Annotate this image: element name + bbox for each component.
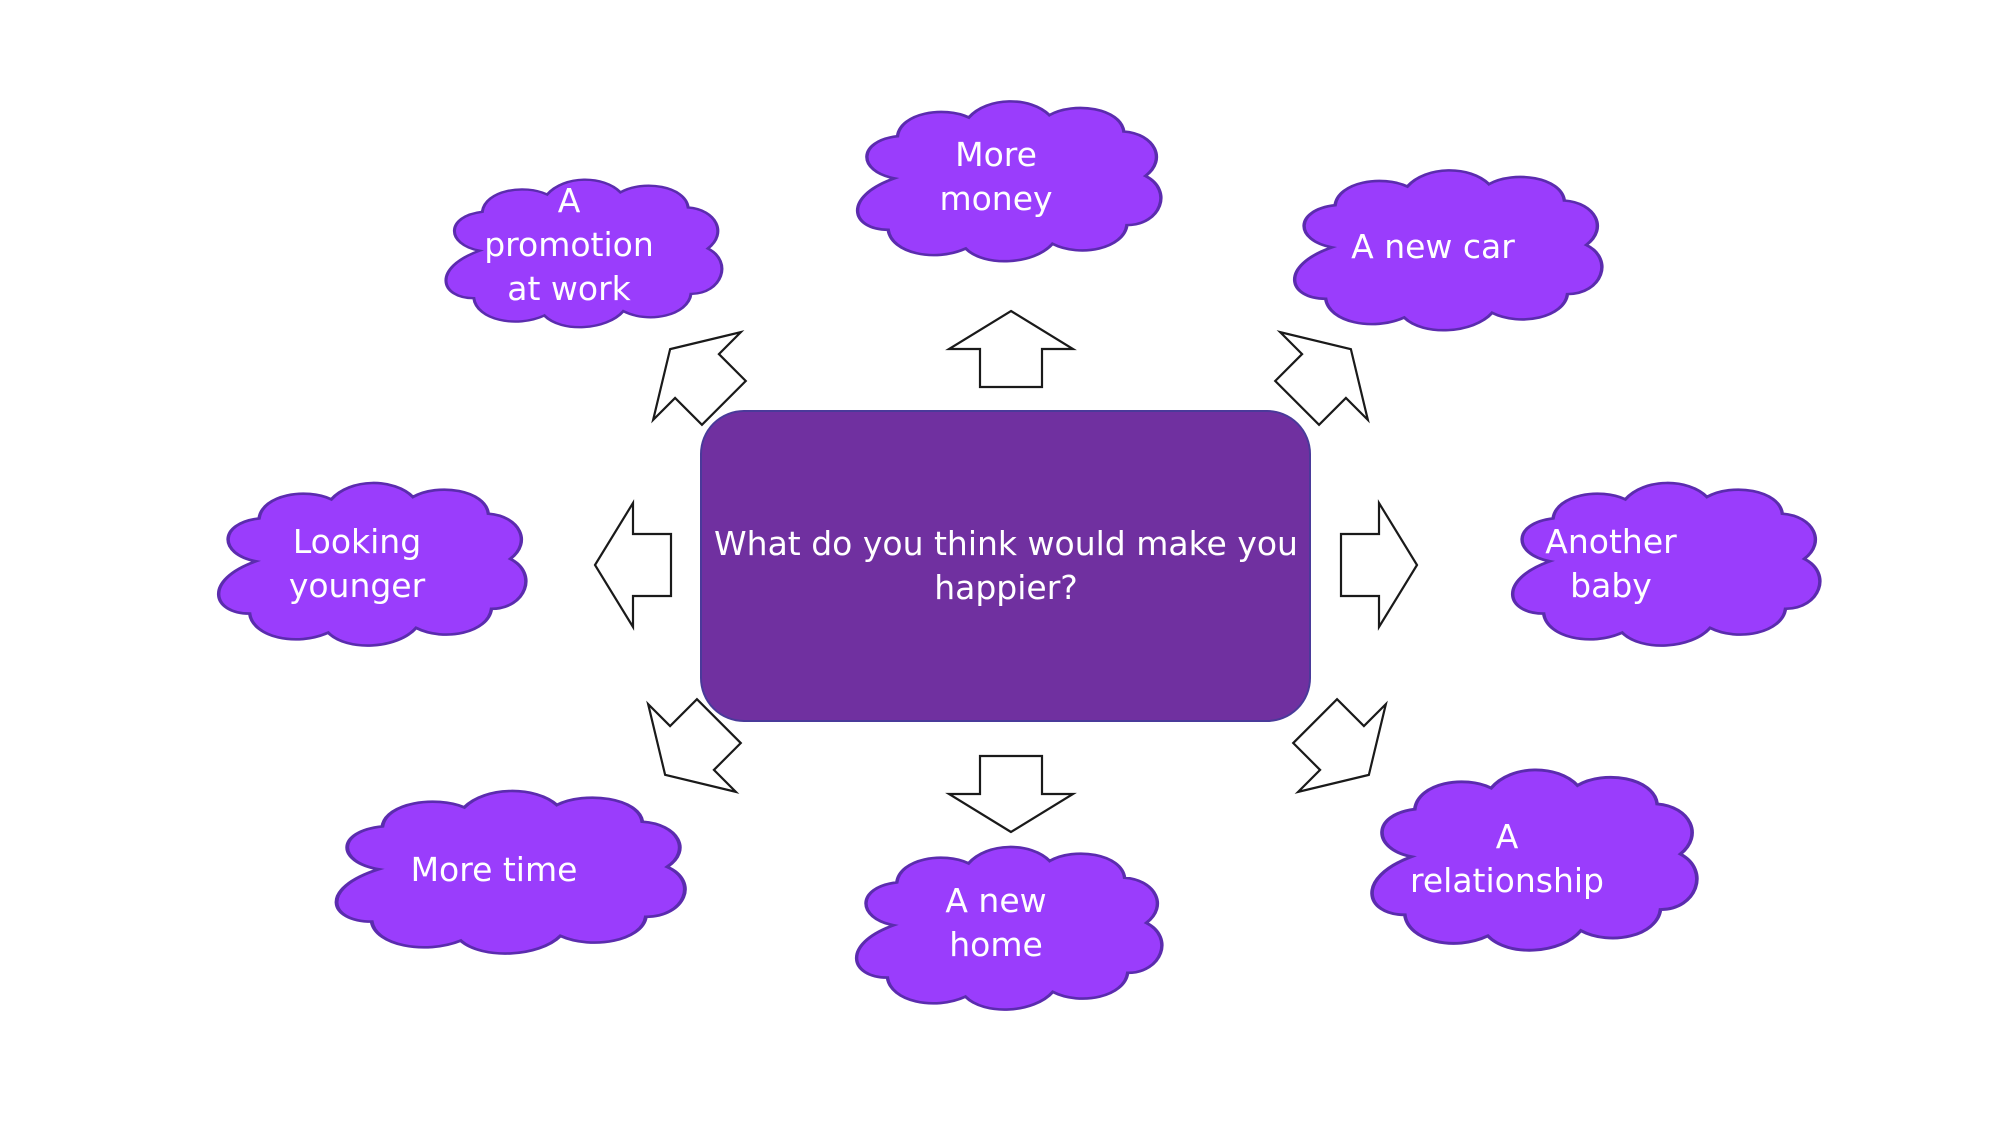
- cloud-relationship: [1370, 768, 1699, 953]
- arrow-right-icon: [1339, 501, 1419, 629]
- cloud-home: [854, 845, 1164, 1012]
- center-question-box: [700, 410, 1311, 722]
- arrow-left-icon: [593, 501, 673, 629]
- arrow-down-icon: [947, 754, 1075, 834]
- cloud-time: [334, 789, 687, 956]
- cloud-promotion: [444, 178, 724, 329]
- cloud-baby: [1510, 481, 1822, 648]
- cloud-younger: [216, 481, 528, 648]
- cloud-money: [855, 99, 1163, 263]
- cloud-new-car: [1292, 168, 1604, 332]
- arrow-up-icon: [947, 309, 1075, 389]
